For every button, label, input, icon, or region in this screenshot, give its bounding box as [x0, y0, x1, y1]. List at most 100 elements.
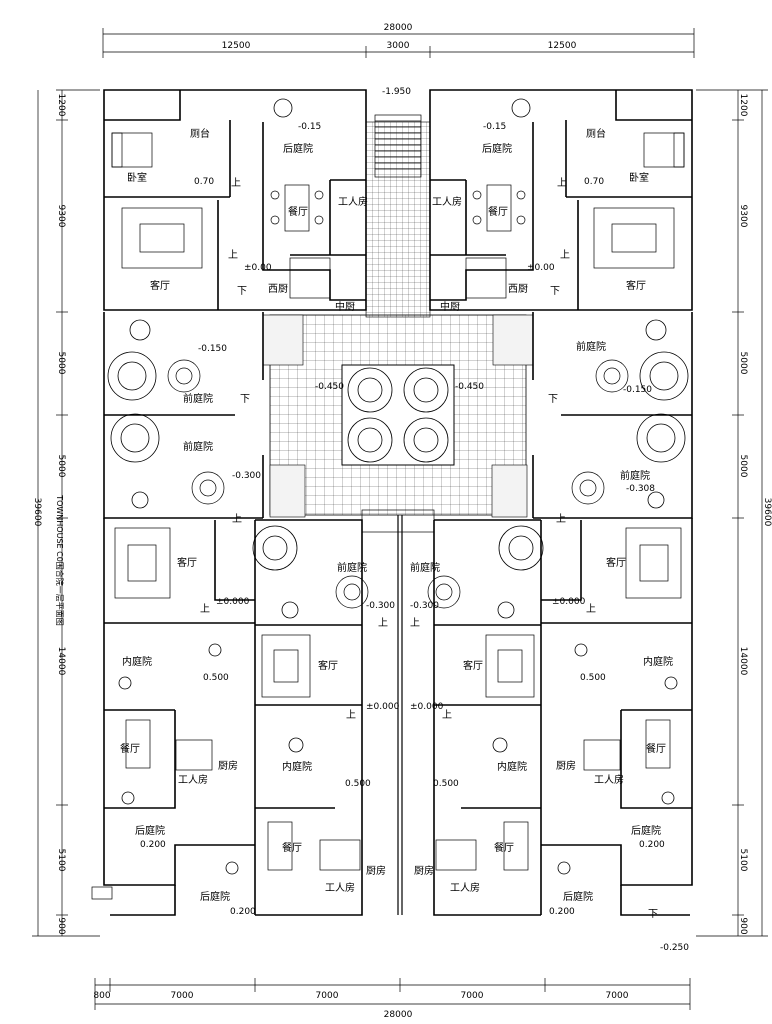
room-back-yard-top-left: 后庭院: [283, 142, 313, 155]
room-living-top-left: 客厅: [150, 279, 170, 292]
room-back-yard-right: 后庭院: [631, 824, 661, 837]
dim-left-part: 9300: [56, 205, 66, 228]
dim-left-part: 5000: [56, 455, 66, 478]
room-front-yard-c: 前庭院: [183, 440, 213, 453]
mark-up: 上: [232, 513, 242, 525]
dimension-right: 1200 9300 5000 5000 14000 5100 900 39600: [696, 89, 772, 937]
room-servant-bottom-left: 工人房: [325, 881, 355, 894]
room-bedroom-right: 卧室: [629, 171, 649, 184]
level-inner-mid-right: 0.500: [433, 779, 459, 789]
room-living-mid-right: 客厅: [463, 659, 483, 672]
level-mid-front-right: -0.300: [410, 601, 439, 611]
dim-top-part: 12500: [548, 41, 577, 51]
dimension-left: 1200 9300 5000 5000 14000 5100 900 39600: [32, 89, 100, 937]
dim-left-part: 1200: [56, 94, 66, 117]
dim-right-part: 1200: [738, 94, 748, 117]
mark-up: 上: [378, 617, 388, 629]
central-plaza: [262, 114, 534, 915]
room-servant-lower-right: 工人房: [594, 773, 624, 786]
level-bedroom-left: 0.70: [194, 177, 214, 187]
dim-top-total: 28000: [384, 23, 413, 33]
dim-bottom-part: 7000: [606, 991, 629, 1001]
room-front-yard-b: 前庭院: [576, 340, 606, 353]
mark-down: 下: [648, 909, 658, 920]
level-unit-mid-left: ±0.000: [366, 702, 400, 712]
room-kitchen2-left: 厨房: [218, 759, 238, 772]
room-bedroom-left: 卧室: [127, 171, 147, 184]
mark-down: 下: [237, 286, 247, 297]
dim-top-part: 3000: [387, 41, 410, 51]
level-front-top-right: -0.150: [623, 385, 652, 395]
dimension-bottom: 800 7000 7000 7000 7000 28000: [93, 978, 691, 1020]
trees: [107, 98, 689, 875]
mark-up: 上: [200, 603, 210, 615]
room-kitchen-left: 中厨: [335, 300, 355, 313]
level-plaza-left: -0.450: [315, 382, 344, 392]
mark-down: 下: [548, 394, 558, 405]
room-living-top-right: 客厅: [626, 279, 646, 292]
room-servant-lower-left: 工人房: [178, 773, 208, 786]
level-inner-mid-left: 0.500: [345, 779, 371, 789]
room-west-kitchen-right: 西厨: [508, 283, 528, 295]
mark-up: 上: [586, 603, 596, 615]
room-labels: 卧室 卧室 厕台 厕台 后庭院 后庭院 餐厅 餐厅 工人房 工人房 客厅 客厅 …: [120, 127, 673, 903]
room-bath-right: 厕台: [586, 127, 606, 140]
room-back-yard-left: 后庭院: [135, 824, 165, 837]
dimension-top: 28000 12500 3000 12500: [102, 23, 695, 58]
room-kitchen-right: 中厨: [440, 300, 460, 313]
room-bath-left: 厕台: [190, 127, 210, 140]
dim-bottom-part: 800: [93, 991, 110, 1001]
room-front-yard-a: 前庭院: [183, 392, 213, 405]
dim-left-total: 39600: [32, 498, 42, 527]
room-kitchen2-right: 厨房: [556, 759, 576, 772]
dim-right-part: 5100: [738, 849, 748, 872]
room-front-yard-mid-left: 前庭院: [337, 561, 367, 574]
room-inner-yard-left: 内庭院: [122, 655, 152, 668]
mark-up: 上: [410, 617, 420, 629]
level-living-top-right: ±0.00: [527, 263, 555, 273]
room-living-mid-left: 客厅: [318, 659, 338, 672]
level-back-bottom-left: 0.200: [230, 907, 256, 917]
dim-bottom-part: 7000: [316, 991, 339, 1001]
level-plaza-right: -0.450: [455, 382, 484, 392]
room-living-lower-left: 客厅: [177, 556, 197, 569]
step-marks: 上 上 上 上 下 下 下 下 上 上 上 上 上 上 上 上 下: [200, 177, 658, 920]
level-front-bottom-right: -0.308: [626, 484, 655, 494]
mark-up: 上: [557, 177, 567, 189]
room-dining-top-right: 餐厅: [488, 205, 508, 218]
room-west-kitchen-left: 西厨: [268, 283, 288, 295]
dim-right-part: 9300: [738, 205, 748, 228]
dim-bottom-part: 7000: [461, 991, 484, 1001]
level-markers: -1.950 -0.15 -0.15 0.70 0.70 ±0.00 ±0.00…: [140, 87, 689, 953]
level-front-bottom-left: -0.300: [232, 471, 261, 481]
dim-right-part: 5000: [738, 455, 748, 478]
room-servant-top-right: 工人房: [432, 195, 462, 208]
level-front-top-left: -0.150: [198, 344, 227, 354]
dim-bottom-total: 28000: [384, 1010, 413, 1020]
dim-right-total: 39600: [762, 498, 772, 527]
level-unit-mid-right: ±0.000: [410, 702, 444, 712]
room-dining-lower-right: 餐厅: [646, 742, 666, 755]
furniture: [111, 132, 685, 871]
dim-right-part: 900: [738, 917, 748, 934]
room-front-yard-d: 前庭院: [620, 469, 650, 482]
room-servant-top-left: 工人房: [338, 195, 368, 208]
room-inner-yard-right: 内庭院: [643, 655, 673, 668]
room-kitchen2-mid-right: 厨房: [414, 864, 434, 877]
mark-down: 下: [550, 286, 560, 297]
room-back-yard-top-right: 后庭院: [482, 142, 512, 155]
level-back-yard-top-left: -0.15: [298, 122, 321, 132]
level-back-bottom-right: 0.200: [549, 907, 575, 917]
level-bedroom-right: 0.70: [584, 177, 604, 187]
mark-up: 上: [560, 249, 570, 261]
mark-up: 上: [231, 177, 241, 189]
mark-up: 上: [442, 709, 452, 721]
mark-down: 下: [240, 394, 250, 405]
room-living-lower-right: 客厅: [606, 556, 626, 569]
level-inner-left: 0.500: [203, 673, 229, 683]
dim-bottom-part: 7000: [171, 991, 194, 1001]
dim-left-part: 5100: [56, 849, 66, 872]
dim-left-part: 14000: [56, 647, 66, 676]
level-inner-right: 0.500: [580, 673, 606, 683]
